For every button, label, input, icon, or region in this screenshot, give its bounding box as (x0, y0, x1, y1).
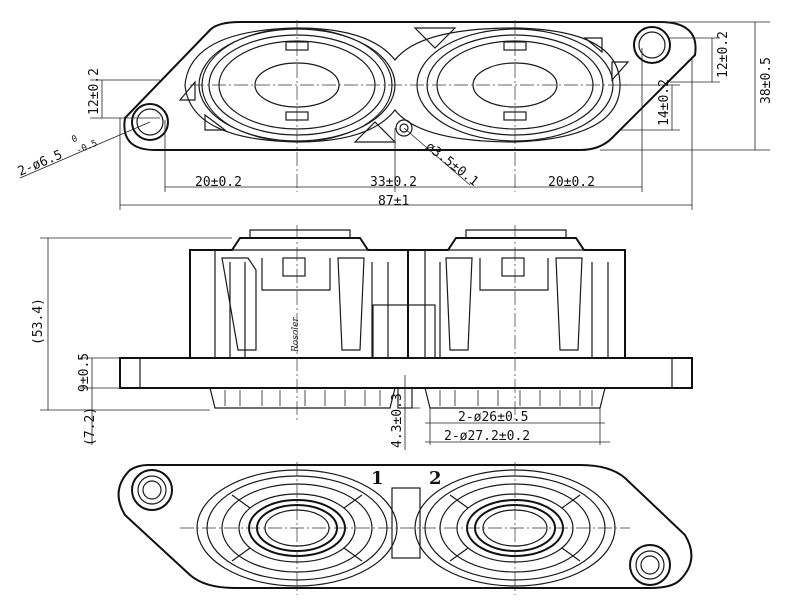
dim-tab-right: 12±0.2 (716, 31, 731, 78)
side-marking: Rosoler (291, 317, 301, 353)
dim-flange-height: 9±0.5 (77, 353, 92, 392)
port-1-label: 1 (371, 468, 384, 489)
mount-hole-right (633, 26, 671, 64)
bottom-flange-outline (117, 464, 693, 589)
dim-step: 4.3±0.3 (390, 393, 405, 448)
dim-center-hole: ø3.5±0.1 (423, 139, 482, 189)
center-hole (395, 119, 413, 137)
dim-pitch: 33±0.2 (370, 175, 417, 190)
dim-bottom-height: (7.2) (83, 407, 98, 446)
dim-width-left: 20±0.2 (195, 175, 242, 190)
dim-width-right: 20±0.2 (548, 175, 595, 190)
bottom-mount-hole-left (131, 469, 173, 511)
dim-mount-hole-tol-lower: -0.5 (75, 139, 99, 157)
top-view (19, 20, 770, 210)
dim-mount-hole-group: 2-ø6.5 0 -0.5 (16, 134, 99, 180)
dim-total-height: (53.4) (31, 298, 46, 345)
dim-tab-left: 12±0.2 (87, 68, 102, 115)
top-view-rib-top (413, 27, 457, 49)
top-view-rib-ul (204, 113, 227, 131)
dim-offset-right: 14±0.2 (657, 79, 672, 126)
top-view-rib-right (611, 61, 630, 82)
bottom-view (117, 462, 693, 595)
side-bottom-ring-left (209, 387, 396, 409)
port-2-label: 2 (429, 468, 442, 489)
dim-mount-hole-tol-upper: 0 (70, 134, 79, 145)
dim-diameter-inner: 2-ø26±0.5 (458, 410, 528, 425)
side-view (40, 225, 693, 450)
bottom-bridge (391, 487, 421, 559)
top-view-rib-left (178, 80, 196, 101)
dim-mount-hole: 2-ø6.5 (16, 148, 65, 180)
top-view-rib-lr (583, 37, 603, 54)
dim-height-right: 38±0.5 (759, 57, 774, 104)
mount-hole-left (131, 103, 169, 141)
dim-diameter-outer: 2-ø27.2±0.2 (444, 429, 530, 444)
dim-overall-length: 87±1 (378, 194, 409, 209)
top-view-flange-outline (123, 21, 697, 151)
side-flange (119, 357, 693, 389)
top-view-rib-bottom (353, 121, 397, 143)
bottom-mount-hole-right (629, 544, 671, 586)
side-center-block (372, 304, 436, 359)
